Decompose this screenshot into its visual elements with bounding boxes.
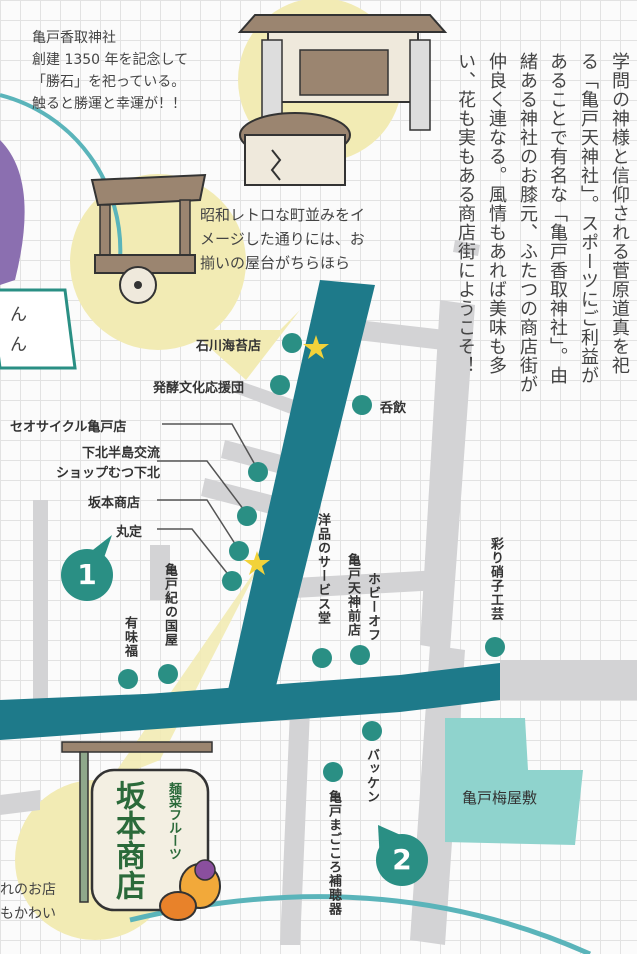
dot-marusada	[222, 571, 242, 591]
shrine-note: 亀戸香取神社 創建 1350 年を記念して 「勝石」を祀っている。 触ると勝運と…	[32, 27, 188, 115]
label-tenjinmae[interactable]: 亀戸天神前店	[345, 553, 360, 637]
umeyashiki-area	[445, 718, 583, 845]
sign-small-text: 麺菜フルーツ	[166, 782, 181, 860]
intro-column: 緒ある神社のお膝元、ふたつの商店街が	[517, 52, 538, 394]
label-donin[interactable]: 呑飲	[380, 401, 407, 416]
yatai-note-line: 昭和レトロな町並みをイ	[200, 206, 366, 224]
label-shimokita-line: ショップむつ下北	[56, 466, 161, 481]
yatai-illustration	[90, 173, 207, 304]
label-marusada[interactable]: 丸定	[116, 525, 143, 540]
shrine-note-line: 「勝石」を祀っている。	[32, 74, 186, 90]
dot-magokoro	[323, 762, 343, 782]
label-yohin[interactable]: 洋品のサービス堂	[315, 513, 330, 625]
label-sakamoto[interactable]: 坂本商店	[88, 496, 141, 511]
marker-one[interactable]	[61, 535, 113, 601]
roads	[0, 240, 637, 945]
label-seo[interactable]: セオサイクル亀戸店	[10, 420, 127, 435]
label-ishikawa[interactable]: 石川海苔店	[196, 339, 262, 354]
intro-column: 仲良く連なる。風情もあれば美味も多	[486, 52, 507, 375]
dot-sakamoto	[229, 541, 249, 561]
left-bubble-line: ん	[10, 305, 27, 325]
intro-column: あることで有名な「亀戸香取神社」。由	[547, 52, 568, 385]
intro-column: 学問の神様と信仰される菅原道真を祀	[609, 52, 630, 375]
dot-ishikawa	[282, 333, 302, 353]
street-horizontal	[0, 663, 500, 740]
intro-column: い、花も実もある商店街にようこそ！	[455, 52, 476, 375]
left-bubble	[0, 288, 77, 370]
star-marusada	[244, 551, 270, 575]
dot-yohin	[312, 648, 332, 668]
sign-big-text: 坂本商店	[110, 780, 145, 900]
label-magokoro[interactable]: 亀戸まごころ補聴器	[326, 790, 341, 916]
yatai-note-line: 揃いの屋台がちらほら	[200, 254, 351, 272]
label-umifuku[interactable]: 有味福	[122, 616, 137, 658]
shrine-note-line: 創建 1350 年を記念して	[32, 52, 189, 68]
yatai-note-line: メージした通りには、お	[200, 230, 365, 248]
marker-two[interactable]	[376, 825, 428, 886]
dot-bakken	[362, 721, 382, 741]
label-shimokita[interactable]: 下北半島交流 ショップむつ下北	[56, 444, 160, 484]
shrine-note-line: 亀戸香取神社	[32, 30, 116, 46]
dot-kinokuniya	[158, 664, 178, 684]
dot-donin	[352, 395, 372, 415]
label-shimokita-line: 下北半島交流	[82, 446, 161, 461]
bottom-note-line: れのお店	[0, 882, 56, 898]
shop-dots[interactable]	[118, 333, 505, 782]
bottom-note: れのお店 もかわい	[0, 878, 56, 926]
dot-tenjinmae	[350, 645, 370, 665]
dot-irodori	[485, 637, 505, 657]
left-bubble-text: ん ん	[10, 300, 27, 360]
label-bakken[interactable]: バッケン	[364, 748, 379, 804]
dot-hakko	[270, 375, 290, 395]
purple-shape	[0, 140, 25, 285]
dot-seo	[248, 462, 268, 482]
dot-shimokita	[237, 506, 257, 526]
shrine-illustration	[237, 14, 448, 186]
shrine-note-line: 触ると勝運と幸運が！！	[32, 96, 186, 112]
left-bubble-line: ん	[10, 335, 27, 355]
street-vertical	[228, 280, 375, 690]
bottom-note-line: もかわい	[0, 906, 56, 922]
star-ishikawa	[303, 335, 329, 359]
marker-one-number: 1	[77, 558, 97, 591]
dot-umifuku	[118, 669, 138, 689]
leader-lines	[157, 423, 259, 579]
left-arc	[0, 93, 123, 261]
sakamoto-sign-illustration	[61, 741, 221, 921]
label-umeyashiki[interactable]: 亀戸梅屋敷	[462, 789, 538, 807]
marker-two-number: 2	[392, 843, 412, 876]
label-irodori[interactable]: 彩り硝子工芸	[488, 537, 503, 621]
yatai-note: 昭和レトロな町並みをイ メージした通りには、お 揃いの屋台がちらほら	[200, 203, 365, 275]
intro-column: る「亀戸天神社」。スポーツにご利益が	[578, 52, 599, 385]
label-hakko[interactable]: 発酵文化応援団	[153, 381, 245, 396]
label-hobby[interactable]: ホビーオフ	[365, 572, 380, 642]
yatai-callout-tail	[190, 310, 300, 380]
label-kinokuniya[interactable]: 亀戸紀の国屋	[162, 563, 177, 647]
